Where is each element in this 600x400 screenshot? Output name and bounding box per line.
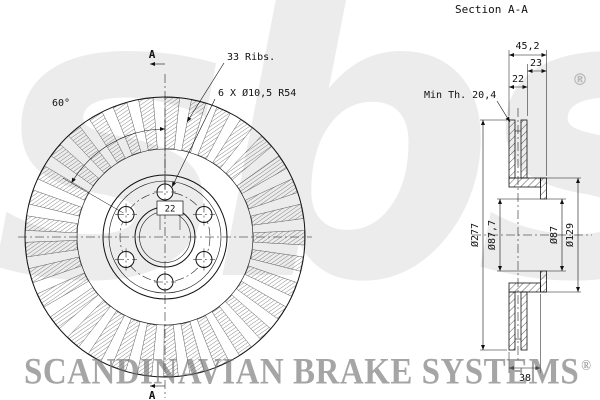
mounting-flange-bottom — [540, 270, 547, 293]
rib-sector — [250, 249, 304, 272]
rib-sector — [245, 178, 298, 210]
hat-depth-label: 38 — [519, 373, 531, 384]
rib-sector — [111, 318, 141, 372]
outer-diameter-label: Ø277 — [469, 223, 481, 247]
hat-height-label: 23 — [530, 58, 542, 69]
rib-sector — [253, 230, 305, 246]
rib-sector — [225, 135, 272, 180]
rib-sector — [37, 165, 90, 201]
rib-sector — [28, 256, 82, 283]
bolt-holes-leader-line — [171, 98, 216, 188]
min-thickness-leader — [496, 100, 511, 123]
hat-cylinder-bottom — [508, 282, 541, 293]
overall-width-label: 45,2 — [515, 41, 539, 52]
flange-diameter-label: Ø129 — [564, 223, 576, 247]
rib-sector — [67, 300, 111, 347]
rib-sector — [250, 203, 304, 226]
section-title: Section A-A — [455, 3, 528, 16]
angle-label: 60° — [52, 98, 70, 109]
hub-dim-box — [156, 200, 184, 216]
bore-diameter-label: Ø87 — [548, 226, 560, 244]
section-view: Section A-A 45,2 23 22 — [424, 3, 592, 384]
rib-sector — [25, 240, 78, 258]
thickness-label: 22 — [512, 74, 524, 85]
inboard-plate-bottom — [520, 291, 528, 351]
hat-cylinder-top — [508, 177, 541, 188]
section-marker-top: A — [149, 48, 156, 61]
rib-sector — [50, 287, 99, 329]
pilot-diameter-label: Ø87,7 — [486, 220, 498, 250]
section-marker-bottom: A — [149, 389, 156, 400]
rib-sector — [236, 281, 287, 320]
rib-sector — [225, 294, 271, 340]
rib-sector — [211, 306, 252, 356]
rib-sector — [181, 99, 206, 153]
mounting-flange-top — [540, 177, 547, 200]
rib-sector — [37, 272, 89, 308]
rib-sector — [138, 97, 158, 151]
outboard-plate-bottom — [508, 291, 516, 351]
min-thickness-label: Min Th. 20,4 — [424, 90, 496, 101]
rib-sector — [180, 321, 205, 375]
outboard-plate-top — [508, 119, 516, 179]
rib-sector — [196, 315, 230, 368]
rib-sector — [197, 107, 231, 159]
rib-sector — [164, 97, 180, 150]
inboard-plate-top — [520, 119, 528, 179]
ribs-leader-line — [186, 62, 225, 123]
outer-diameter-circle — [24, 96, 306, 378]
rib-sector — [163, 324, 179, 377]
hub-dim-label: 22 — [165, 205, 176, 215]
front-view: A A 60° 33 Ribs. 6 X Ø10,5 R54 22 — [18, 48, 312, 400]
angle-leg-line — [62, 177, 124, 214]
rib-sector — [29, 189, 82, 217]
rib-sector — [88, 310, 125, 362]
ribs-label: 33 Ribs. — [227, 52, 275, 63]
rib-sector — [236, 155, 287, 194]
bolt-holes — [115, 181, 215, 293]
rib-sector — [137, 323, 157, 377]
angle-arc — [71, 126, 166, 184]
bore-chamfer-circle — [139, 211, 191, 263]
bolt-holes-label: 6 X Ø10,5 R54 — [218, 87, 296, 99]
rib-sector — [25, 215, 78, 234]
rib-sector — [212, 119, 253, 169]
rib-sector — [244, 265, 298, 297]
